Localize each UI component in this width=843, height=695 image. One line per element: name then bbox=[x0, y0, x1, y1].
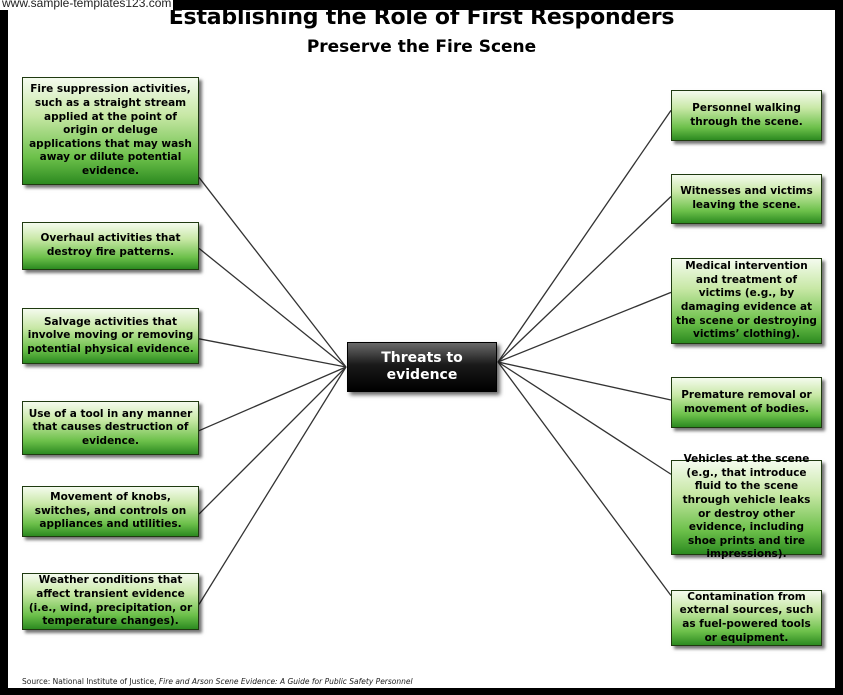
connector-right-1 bbox=[497, 110, 672, 363]
source-citation: Source: National Institute of Justice, F… bbox=[22, 677, 413, 686]
connector-right-5 bbox=[497, 361, 672, 475]
connector-left-1 bbox=[198, 177, 347, 368]
connector-left-4 bbox=[198, 366, 347, 432]
right-threat-box-4: Premature removal or movement of bodies. bbox=[671, 377, 822, 428]
center-node-label: Threats to evidence bbox=[381, 350, 463, 383]
source-prefix: Source: National Institute of Justice, bbox=[22, 677, 159, 686]
connector-right-6 bbox=[497, 361, 672, 596]
connector-left-3 bbox=[198, 338, 347, 368]
watermark: www.sample-templates123.com bbox=[0, 0, 174, 10]
source-title: Fire and Arson Scene Evidence: A Guide f… bbox=[158, 677, 413, 686]
left-threat-box-1: Fire suppression activities, such as a s… bbox=[22, 77, 199, 185]
right-threat-box-6: Contamination from external sources, suc… bbox=[671, 590, 822, 646]
connector-left-6 bbox=[198, 366, 347, 605]
left-threat-box-6: Weather conditions that affect transient… bbox=[22, 573, 199, 630]
connector-left-5 bbox=[198, 366, 347, 515]
connector-right-2 bbox=[497, 196, 672, 363]
page-title: Establishing the Role of First Responder… bbox=[168, 5, 675, 30]
right-threat-box-5: Vehicles at the scene (e.g., that introd… bbox=[671, 453, 822, 560]
connector-right-4 bbox=[497, 361, 672, 401]
page-subtitle: Preserve the Fire Scene bbox=[306, 37, 537, 57]
left-threat-box-2: Overhaul activities that destroy fire pa… bbox=[22, 222, 199, 270]
center-node-threats-to-evidence: Threats to evidence bbox=[347, 342, 497, 392]
left-threat-box-5: Movement of knobs, switches, and control… bbox=[22, 486, 199, 537]
right-threat-box-2: Witnesses and victims leaving the scene. bbox=[671, 174, 822, 224]
right-threat-box-3: Medical intervention and treatment of vi… bbox=[671, 258, 822, 344]
connector-right-3 bbox=[497, 291, 672, 363]
left-threat-box-4: Use of a tool in any manner that causes … bbox=[22, 401, 199, 455]
right-threat-box-1: Personnel walking through the scene. bbox=[671, 90, 822, 141]
connector-left-2 bbox=[198, 247, 347, 368]
left-threat-box-3: Salvage activities that involve moving o… bbox=[22, 308, 199, 364]
